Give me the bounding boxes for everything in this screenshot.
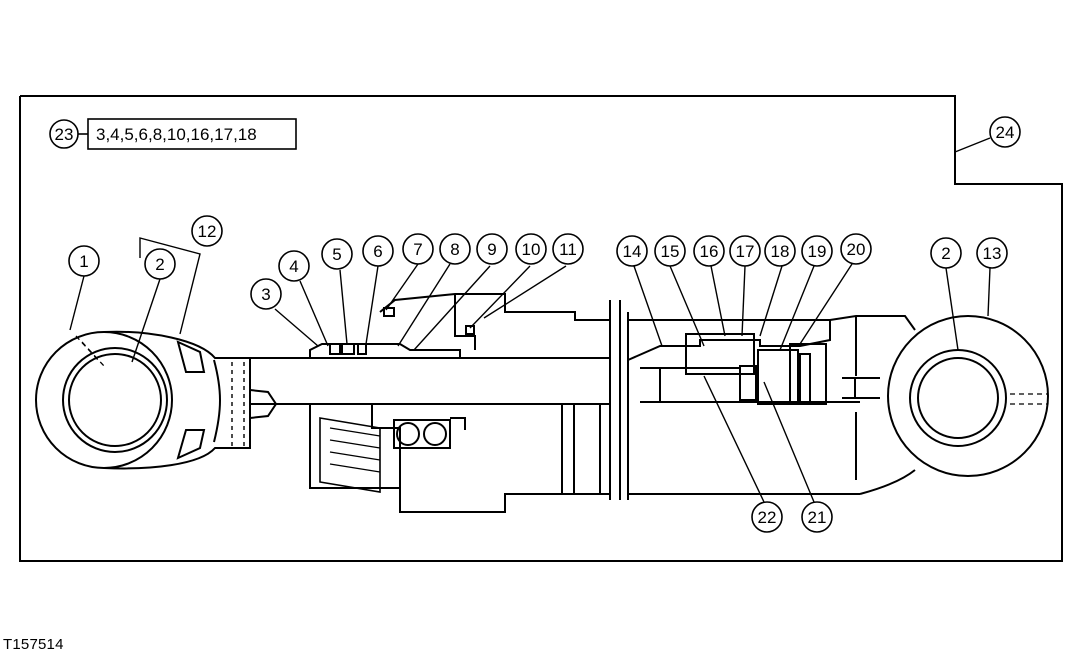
callout-15: 15 — [654, 235, 686, 267]
callout-label: 2 — [155, 255, 164, 274]
callout-3: 3 — [250, 278, 282, 310]
callout-4: 4 — [278, 250, 310, 282]
rod-eye-outer — [35, 331, 173, 469]
callout-label: 17 — [736, 242, 755, 261]
callout-label: 24 — [996, 123, 1015, 142]
callout-19: 19 — [801, 235, 833, 267]
kit-parts-list: 3,4,5,6,8,10,16,17,18 — [96, 125, 257, 144]
callout-20: 20 — [840, 233, 872, 265]
callout-5: 5 — [321, 238, 353, 270]
head-eye-outer — [887, 315, 1049, 477]
callout-label: 22 — [758, 508, 777, 527]
callout-2-left: 2 — [144, 248, 176, 280]
kit-number: 23 — [55, 125, 74, 144]
cylinder-drawing — [35, 293, 1049, 513]
callout-label: 21 — [808, 508, 827, 527]
callout-label: 15 — [661, 242, 680, 261]
head-eye-bore — [909, 349, 1007, 447]
callout-label: 16 — [700, 242, 719, 261]
callout-7: 7 — [402, 233, 434, 265]
callout-label: 12 — [198, 222, 217, 241]
callout-2-right: 2 — [930, 237, 962, 269]
callout-10: 10 — [515, 233, 547, 265]
callout-label: 3 — [261, 285, 270, 304]
callout-6: 6 — [362, 235, 394, 267]
callout-label: 19 — [808, 242, 827, 261]
figure-border — [19, 95, 1063, 562]
callout-label: 20 — [847, 240, 866, 259]
callout-9: 9 — [476, 233, 508, 265]
callout-17: 17 — [729, 235, 761, 267]
kit-callout: 23 3,4,5,6,8,10,16,17,18 — [49, 118, 297, 150]
callout-12: 12 — [191, 215, 223, 247]
callout-label: 10 — [522, 240, 541, 259]
callout-label: 2 — [941, 244, 950, 263]
callout-label: 4 — [289, 257, 298, 276]
callout-label: 8 — [450, 240, 459, 259]
callout-label: 1 — [79, 252, 88, 271]
rod-eye-bore — [62, 347, 168, 453]
callout-8: 8 — [439, 233, 471, 265]
callout-24: 24 — [989, 116, 1021, 148]
callout-label: 14 — [623, 242, 642, 261]
callout-18: 18 — [764, 235, 796, 267]
callout-13: 13 — [976, 237, 1008, 269]
callout-1: 1 — [68, 245, 100, 277]
figure-id: T157514 — [3, 636, 64, 653]
callout-label: 7 — [413, 240, 422, 259]
rod-guide — [309, 343, 461, 358]
rod-eye-neck — [103, 330, 251, 470]
callout-label: 5 — [332, 245, 341, 264]
rod-eye-bushing — [68, 353, 162, 447]
head-eye-bushing — [917, 357, 999, 439]
callout-label: 9 — [487, 240, 496, 259]
callout-22: 22 — [751, 501, 783, 533]
callout-16: 16 — [693, 235, 725, 267]
callout-14: 14 — [616, 235, 648, 267]
callout-label: 6 — [373, 242, 382, 261]
callout-label: 13 — [983, 244, 1002, 263]
callout-label: 18 — [771, 242, 790, 261]
callout-label: 11 — [559, 240, 577, 259]
leader-lines — [69, 137, 991, 503]
callout-11: 11 — [552, 233, 584, 265]
callout-21: 21 — [801, 501, 833, 533]
